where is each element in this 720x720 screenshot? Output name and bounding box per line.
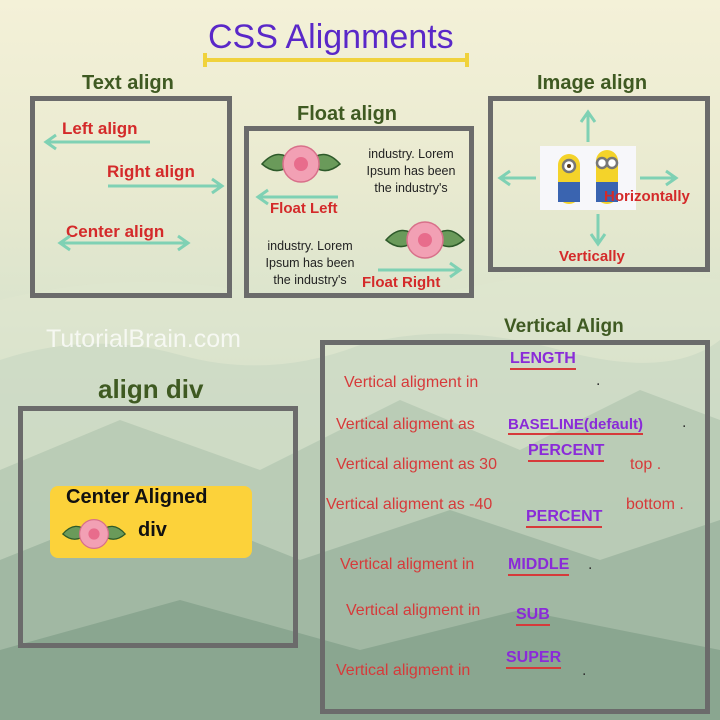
va-row-suffix: . bbox=[682, 414, 687, 431]
float-align-box bbox=[244, 126, 474, 298]
va-row-suffix: bottom . bbox=[626, 496, 684, 513]
horizontally-label: Horizontally bbox=[604, 188, 690, 205]
align-div-heading: align div bbox=[98, 374, 204, 404]
va-row-keyword: SUB bbox=[516, 606, 550, 626]
vertical-align-box bbox=[320, 340, 710, 714]
float-align-heading: Float align bbox=[297, 103, 397, 125]
va-row-suffix: top . bbox=[630, 456, 662, 473]
va-row-keyword: SUPER bbox=[506, 649, 562, 669]
va-row-keyword: PERCENT bbox=[526, 508, 603, 528]
watermark-text: TutorialBrain.com bbox=[46, 325, 241, 353]
va-row-keyword: LENGTH bbox=[510, 350, 576, 370]
flower-icon bbox=[61, 519, 127, 549]
float-left-label: Float Left bbox=[270, 200, 338, 217]
title-underline bbox=[203, 53, 469, 67]
flower-icon bbox=[260, 145, 342, 183]
right-align-label: Right align bbox=[107, 162, 195, 181]
va-row-prefix: Vertical aligment as 30 bbox=[336, 456, 497, 473]
align-div-box bbox=[18, 406, 298, 648]
image-align-box bbox=[488, 96, 710, 272]
center-align-label: Center align bbox=[66, 222, 165, 241]
va-row-suffix: . bbox=[588, 556, 593, 573]
va-row-keyword: MIDDLE bbox=[508, 556, 570, 576]
va-row-keyword: BASELINE(default) bbox=[508, 416, 643, 435]
center-aligned-card bbox=[50, 486, 252, 558]
flower-icon bbox=[384, 221, 466, 259]
text-align-heading: Text align bbox=[82, 72, 174, 94]
va-row-prefix: Vertical aligment in bbox=[340, 556, 475, 573]
va-row-suffix: . bbox=[582, 662, 587, 679]
va-row-prefix: Vertical aligment in bbox=[344, 374, 479, 391]
float-text-top: industry. Lorem Ipsum has been the indus… bbox=[366, 147, 456, 195]
vertically-label: Vertically bbox=[559, 248, 625, 265]
va-row-suffix: . bbox=[596, 372, 601, 389]
float-right-label: Float Right bbox=[362, 274, 441, 291]
va-row-prefix: Vertical aligment as -40 bbox=[326, 496, 493, 513]
center-card-line2: div bbox=[138, 519, 167, 541]
page-title: CSS Alignments bbox=[208, 18, 454, 56]
va-row-keyword: PERCENT bbox=[528, 442, 605, 462]
float-text-bottom: industry. Lorem Ipsum has been the indus… bbox=[265, 239, 355, 287]
image-align-heading: Image align bbox=[537, 72, 648, 94]
minions-image-icon bbox=[540, 146, 636, 210]
va-row-prefix: Vertical aligment in bbox=[346, 602, 481, 619]
va-row-prefix: Vertical aligment in bbox=[336, 662, 471, 679]
left-align-label: Left align bbox=[62, 119, 138, 138]
vertical-align-heading: Vertical Align bbox=[504, 316, 624, 337]
center-card-line1: Center Aligned bbox=[66, 486, 208, 508]
va-row-prefix: Vertical aligment as bbox=[336, 416, 475, 433]
text-align-box bbox=[30, 96, 232, 298]
